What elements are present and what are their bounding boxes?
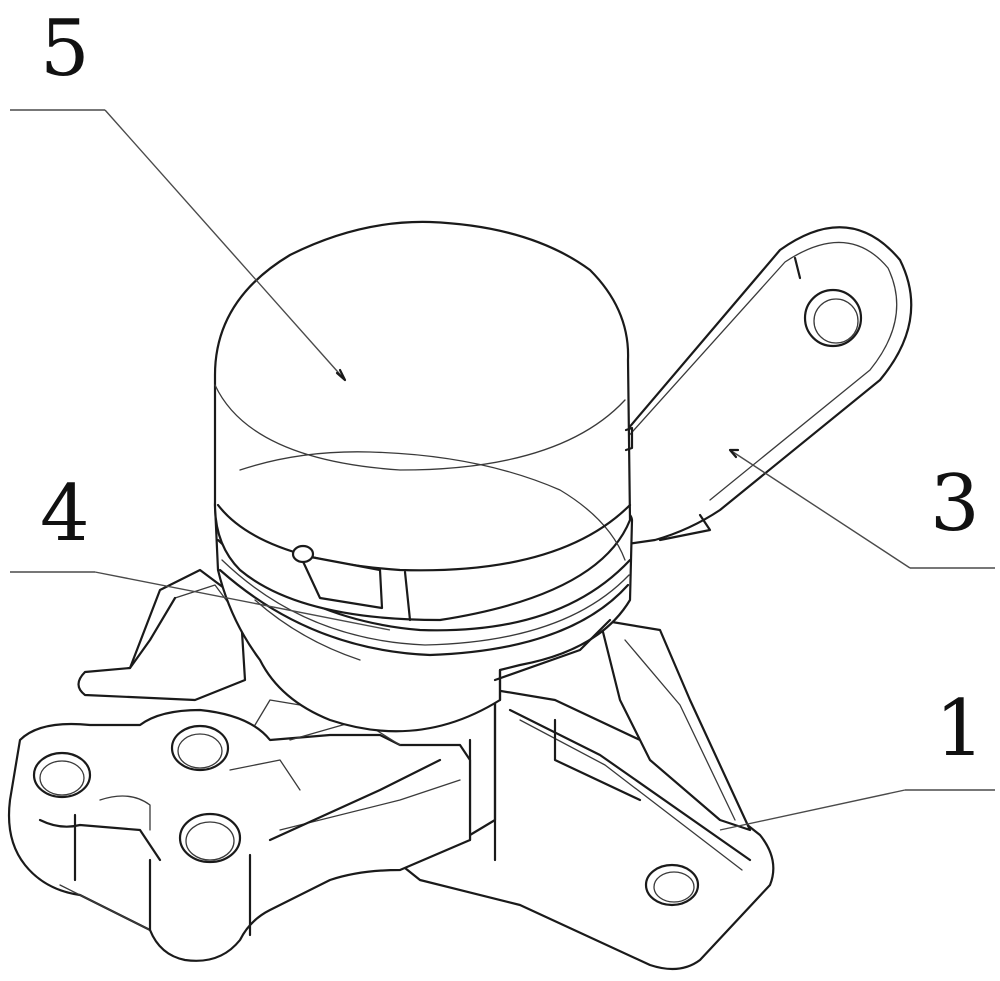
leader-4-diagonal: [94, 571, 391, 631]
left-plate-tab: [77, 568, 247, 702]
block-hole-left-icon: [32, 751, 92, 799]
callout-3: 3: [930, 459, 980, 549]
block-hole-front-icon: [178, 812, 242, 864]
part-5-cap: [213, 220, 634, 622]
leader-3-diagonal: [729, 449, 911, 569]
callout-5: 5: [40, 4, 90, 94]
part-1-lower-bracket: [393, 618, 775, 971]
isolator-block: [7, 699, 472, 962]
part-3-bracket-arm: [608, 226, 913, 547]
cap-pin-icon: [291, 544, 315, 564]
leader-5-arrowhead-icon: [335, 368, 347, 382]
leader-1-diagonal: [719, 789, 906, 831]
leader-lines: [10, 109, 995, 831]
arm-hole-icon: [803, 288, 863, 348]
callout-4: 4: [40, 469, 90, 559]
callout-1: 1: [935, 684, 985, 774]
leader-5-diagonal: [104, 109, 346, 381]
mount-hole-icon: [644, 863, 700, 907]
block-hole-top-icon: [170, 724, 230, 772]
leader-3-arrowhead-icon: [728, 448, 740, 459]
